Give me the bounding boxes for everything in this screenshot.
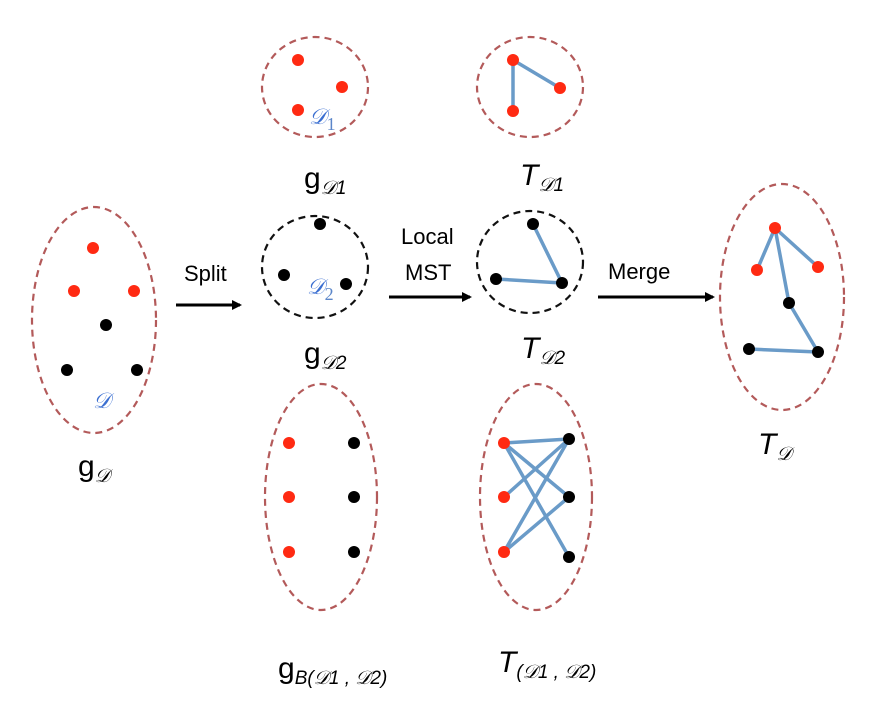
black-point <box>783 297 795 309</box>
red-point <box>498 546 510 558</box>
tree-t-bipartite <box>478 382 594 612</box>
tree-t-d2 <box>475 209 585 315</box>
subset-d2-boundary <box>260 214 370 320</box>
mst-edge <box>787 301 820 354</box>
black-point <box>743 343 755 355</box>
red-point <box>751 264 763 276</box>
black-point <box>490 273 502 285</box>
label-t-bipartite: T(𝒟1 , 𝒟2) <box>498 646 596 683</box>
mst-edge <box>502 437 571 499</box>
local-mst-label-line1: Local <box>401 224 454 249</box>
bipartite-set-boundary <box>263 382 379 612</box>
black-point <box>278 269 290 281</box>
mst-edge <box>755 226 777 272</box>
mst-edge <box>773 226 791 305</box>
mst-edge <box>511 58 562 90</box>
red-point <box>769 222 781 234</box>
black-point <box>100 319 112 331</box>
mst-edge <box>747 347 820 354</box>
red-point <box>507 54 519 66</box>
tree-t-d2-boundary <box>475 209 585 315</box>
red-point <box>812 261 824 273</box>
mst-edge <box>531 222 564 285</box>
merge-label: Merge <box>608 259 670 284</box>
dataset-d: 𝒟 <box>30 205 158 435</box>
black-point <box>348 491 360 503</box>
label-t-d2: T𝒟2 <box>521 332 565 369</box>
subset-d2: 𝒟2 <box>260 214 370 320</box>
mst-edge <box>502 441 571 559</box>
label-g-d1: g𝒟1 <box>304 162 346 199</box>
mst-edge <box>773 226 820 269</box>
tree-t-d1 <box>475 35 585 139</box>
set-label-d1: 𝒟1 <box>309 105 336 134</box>
red-point <box>498 491 510 503</box>
local-mst-label-line2: MST <box>405 260 451 285</box>
tree-t-d1-boundary <box>475 35 585 139</box>
black-point <box>131 364 143 376</box>
subset-d1: 𝒟1 <box>260 35 370 139</box>
label-g-d: g𝒟 <box>78 450 114 487</box>
red-point <box>283 437 295 449</box>
red-point <box>292 104 304 116</box>
red-point <box>87 242 99 254</box>
subset-d1-boundary <box>260 35 370 139</box>
mst-edge <box>494 277 564 285</box>
mst-edge <box>502 495 571 554</box>
mst-edge <box>502 437 571 445</box>
dataset-d-boundary <box>30 205 158 435</box>
red-point <box>498 437 510 449</box>
black-point <box>812 346 824 358</box>
set-label-d2: 𝒟2 <box>307 275 334 304</box>
label-g-d2: g𝒟2 <box>304 337 347 374</box>
black-point <box>563 491 575 503</box>
red-point <box>507 105 519 117</box>
black-point <box>348 546 360 558</box>
red-point <box>283 546 295 558</box>
label-t-d: T𝒟 <box>758 428 795 465</box>
red-point <box>292 54 304 66</box>
black-point <box>563 433 575 445</box>
red-point <box>68 285 80 297</box>
black-point <box>61 364 73 376</box>
red-point <box>283 491 295 503</box>
tree-t-d-boundary <box>718 182 846 412</box>
label-g-b: gB(𝒟1 , 𝒟2) <box>278 652 387 689</box>
bipartite-set <box>263 382 379 612</box>
black-point <box>348 437 360 449</box>
set-label-d: 𝒟 <box>93 389 115 414</box>
red-point <box>336 81 348 93</box>
black-point <box>340 278 352 290</box>
black-point <box>527 218 539 230</box>
black-point <box>314 218 326 230</box>
label-t-d1: T𝒟1 <box>520 159 564 196</box>
black-point <box>556 277 568 289</box>
red-point <box>128 285 140 297</box>
black-point <box>563 551 575 563</box>
mst-edge <box>502 437 571 554</box>
split-label: Split <box>184 261 227 286</box>
tree-t-d <box>718 182 846 412</box>
tree-t-bipartite-boundary <box>478 382 594 612</box>
red-point <box>554 82 566 94</box>
